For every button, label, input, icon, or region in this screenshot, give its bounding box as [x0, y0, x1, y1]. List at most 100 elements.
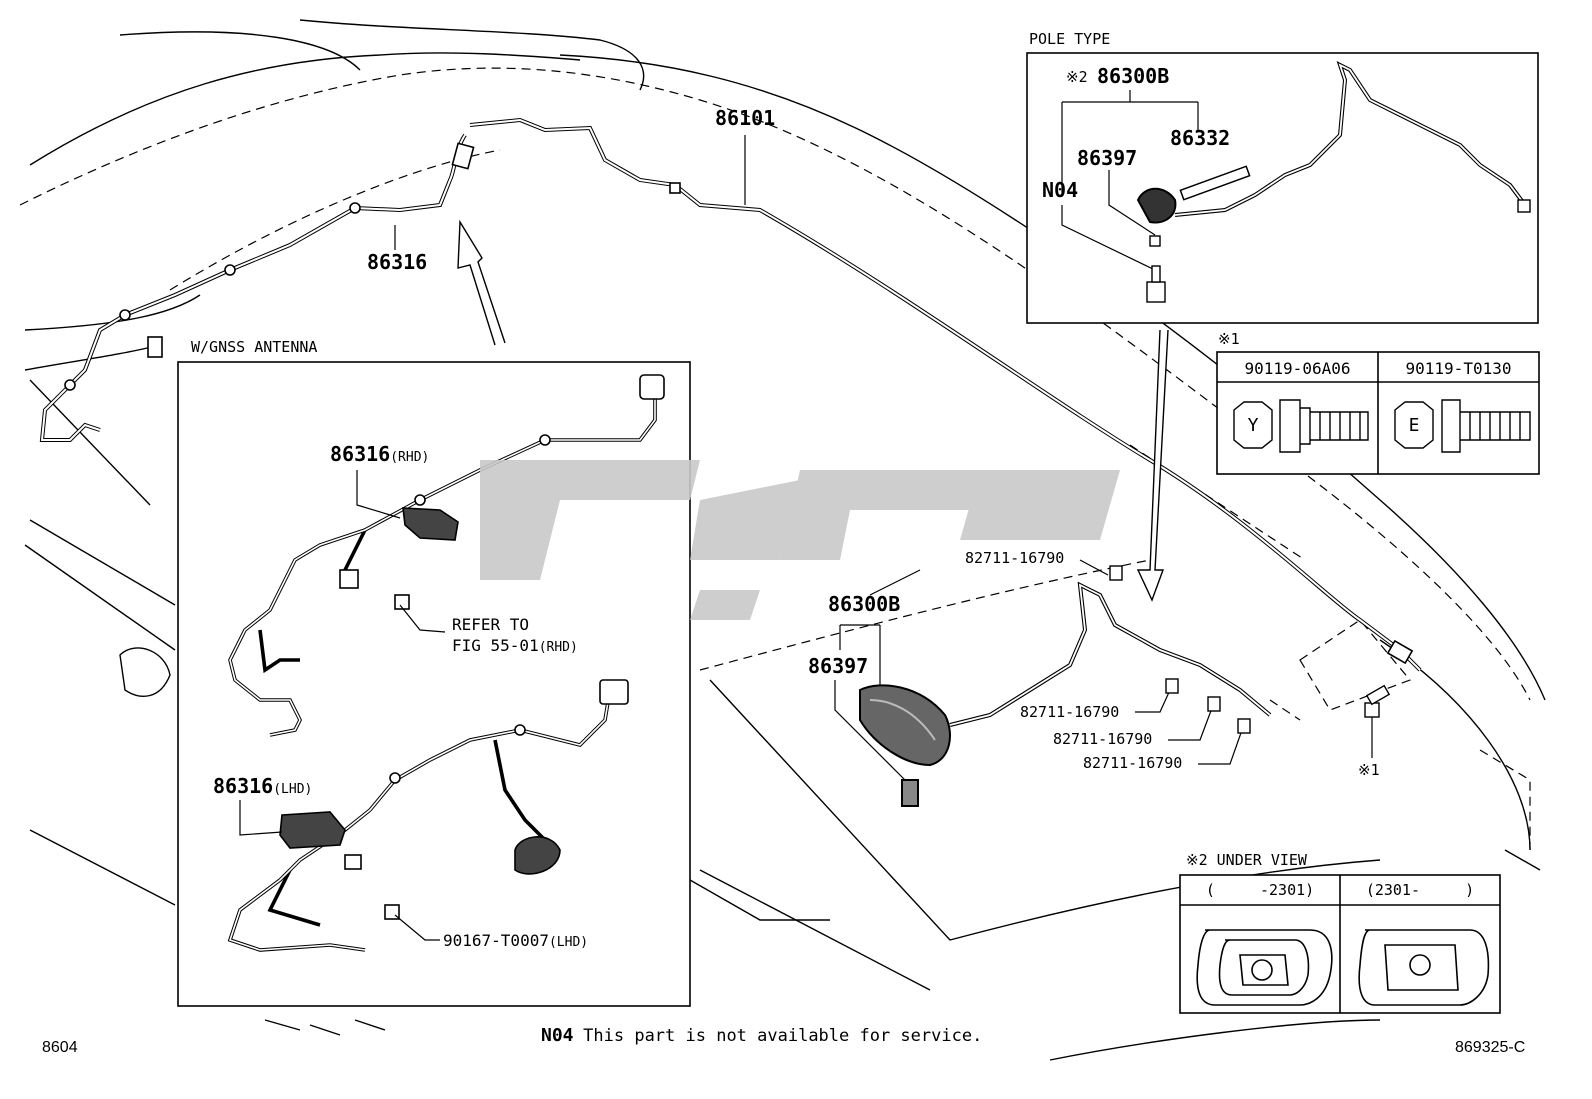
under-view-old-core — [1239, 954, 1289, 986]
label-clip-82711-4[interactable]: 82711-16790 — [1083, 754, 1183, 772]
pole-type-caption: POLE TYPE — [1029, 30, 1111, 48]
label-pole-86300b[interactable]: 86300B — [1097, 64, 1170, 88]
tick-line-1 — [264, 1019, 301, 1031]
refer-fig-caption[interactable]: FIG 55-01(RHD) — [452, 636, 578, 655]
trunk-lid-outline — [709, 679, 1381, 941]
pole-mark-2: ※2 — [1066, 68, 1088, 86]
arrow-to-gnss-detail-icon — [457, 219, 506, 346]
gnss-antenna-caption: W/GNSS ANTENNA — [191, 338, 318, 356]
trunk-edge-line — [689, 879, 830, 921]
gnss-rhd-wire-inner — [229, 385, 656, 736]
arrow-from-pole-type-icon — [1136, 329, 1169, 602]
label-screw-90167[interactable]: 90167-T0007(LHD) — [443, 931, 589, 950]
pole-bolt-icon — [1146, 281, 1166, 303]
footer-note-code: N04 — [541, 1025, 574, 1046]
under-view-new-outer — [1358, 929, 1490, 1006]
pole-antenna-rod-icon — [1179, 165, 1251, 201]
label-shark-86397[interactable]: 86397 — [808, 654, 869, 678]
pole-nut-icon — [1149, 235, 1161, 247]
gnss-lhd-branch-wire — [493, 739, 547, 842]
door-top-line — [24, 344, 161, 371]
door-line-3 — [24, 544, 176, 651]
clamp-icon — [669, 182, 681, 194]
label-pole-n04[interactable]: N04 — [1042, 178, 1079, 202]
door-handle-shape — [119, 647, 171, 697]
bolt-shank-icon — [1365, 684, 1391, 706]
label-gnss-86316-lhd[interactable]: 86316(LHD) — [213, 774, 313, 798]
connector-icon — [1386, 639, 1414, 665]
bolt-head-y-icon — [1233, 401, 1273, 449]
shark-fin-antenna-icon — [859, 684, 951, 767]
label-clip-82711-2[interactable]: 82711-16790 — [1020, 703, 1120, 721]
trunk-line — [699, 869, 931, 991]
footer-note: N04 This part is not available for servi… — [541, 1027, 982, 1045]
label-pole-86332[interactable]: 86332 — [1170, 126, 1231, 150]
bolt-table-col-2-header[interactable]: 90119-T0130 — [1405, 359, 1512, 378]
leader-gnss-lhd — [239, 800, 283, 836]
bolt-table-mark: ※1 — [1218, 330, 1240, 348]
label-gnss-86316-rhd[interactable]: 86316(RHD) — [330, 442, 430, 466]
main-harness-inner — [469, 118, 1421, 671]
label-pole-86397[interactable]: 86397 — [1077, 146, 1138, 170]
label-86101[interactable]: 86101 — [715, 106, 776, 130]
leader-clip-3 — [1168, 707, 1213, 741]
bolt-table-col-1-header[interactable]: 90119-06A06 — [1244, 359, 1351, 378]
clamp-icon — [389, 772, 401, 784]
rear-dashed-line — [1479, 749, 1531, 850]
tab-dashed-line — [1269, 699, 1301, 721]
trunk-dashed-line — [699, 559, 1151, 671]
footer-left-code: 8604 — [42, 1039, 78, 1056]
leader-screw-lhd — [394, 914, 440, 941]
label-86316-roof[interactable]: 86316 — [367, 250, 428, 274]
leader-clip-1 — [1079, 559, 1109, 576]
bolt-head-letter-e: E — [1408, 415, 1420, 436]
lower-body-line — [29, 829, 176, 906]
gnss-lhd-module-icon — [279, 811, 346, 849]
watermark-logo — [480, 460, 1120, 620]
roof-outline-line — [29, 52, 581, 166]
under-view-old-outer — [1196, 929, 1333, 1006]
clamp-icon — [64, 379, 76, 391]
leader-pole-86397 — [1108, 170, 1156, 236]
leader-shark-86300b — [869, 569, 921, 596]
clamp-icon — [119, 309, 131, 321]
tick-line-2 — [309, 1024, 341, 1036]
bumper-line — [1049, 1019, 1381, 1061]
label-clip-82711-3[interactable]: 82711-16790 — [1053, 730, 1153, 748]
connector-icon — [451, 142, 475, 170]
screw-rhd-icon — [394, 594, 410, 610]
tick-line-3 — [354, 1019, 386, 1031]
bracket-86300b — [839, 624, 881, 690]
under-view-new-nut-icon — [1409, 954, 1431, 976]
connector-icon — [147, 336, 163, 358]
label-shark-86300b[interactable]: 86300B — [828, 592, 901, 616]
label-clip-82711-1[interactable]: 82711-16790 — [965, 549, 1065, 567]
pillar-line — [24, 294, 201, 331]
bracket-dashed-outline — [1299, 619, 1412, 711]
door-line-1 — [29, 379, 151, 506]
roof-edge-line — [119, 31, 361, 71]
clamp-icon — [514, 724, 526, 736]
connector-icon — [339, 569, 359, 589]
clip-icon — [1207, 696, 1221, 712]
pole-type-box — [1026, 52, 1539, 324]
footer-note-text: This part is not available for service. — [583, 1026, 983, 1046]
pole-antenna-base-icon — [1136, 187, 1177, 224]
clip-icon — [1165, 678, 1179, 694]
footer-right-code: 869325-C — [1455, 1039, 1526, 1056]
bolt-head-letter-y: Y — [1247, 415, 1259, 436]
connector-icon — [639, 374, 665, 400]
leader-gnss-rhd — [356, 470, 401, 519]
label-bolt-mark-1[interactable]: ※1 — [1358, 761, 1380, 779]
rear-tip-line — [1504, 849, 1541, 871]
gnss-lhd-branch-wire-2 — [267, 869, 321, 927]
gnss-rhd-module-icon — [402, 507, 459, 541]
under-view-col-1-header: ( -2301) — [1205, 881, 1315, 899]
pole-bolt-shank-icon — [1151, 265, 1161, 283]
bolt-head-e-icon — [1394, 401, 1434, 449]
pole-antenna-cable-inner — [1174, 63, 1526, 216]
under-view-old-nut-icon — [1251, 959, 1273, 981]
leader-shark-86397 — [834, 680, 906, 781]
